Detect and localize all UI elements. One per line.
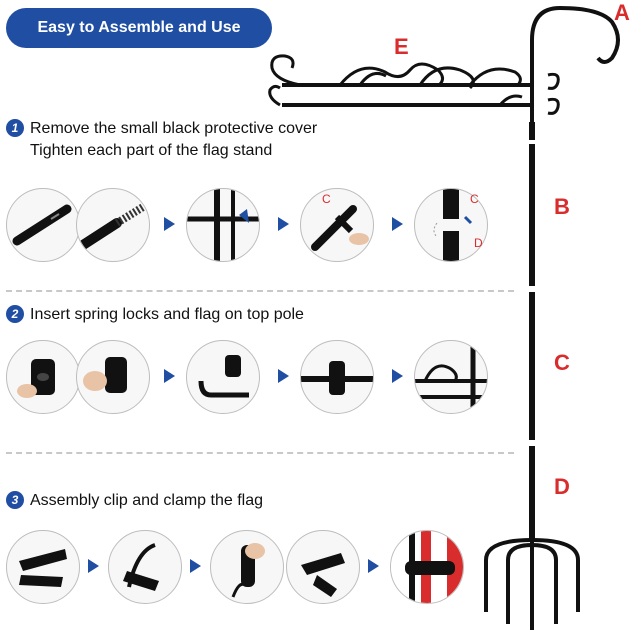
step-1-arrow-1 (164, 217, 175, 231)
step-2-arrow-1 (164, 369, 175, 383)
step-3-image-clip-hand (210, 530, 284, 604)
step-1-title: 1 Remove the small black protective cover… (6, 118, 317, 162)
step-2-title: 2 Insert spring locks and flag on top pol… (6, 304, 304, 326)
part-label-b: B (554, 194, 570, 219)
part-label-d: D (554, 474, 570, 499)
step-2-arrow-3 (392, 369, 403, 383)
step-2-image-press-lock (76, 340, 150, 414)
step-1-arrow-3 (392, 217, 403, 231)
step-1-line2: Tighten each part of the flag stand (30, 142, 273, 159)
step-2-image-spring-lock (6, 340, 80, 414)
step-2-image-lock-on-pole (300, 340, 374, 414)
step-3-image-clip-squeeze (108, 530, 182, 604)
step-3-title: 3 Assembly clip and clamp the flag (6, 490, 263, 512)
part-label-a: A (614, 0, 630, 25)
step-1-line1: Remove the small black protective cover (30, 120, 318, 137)
step-1-number: 1 (6, 119, 24, 137)
step-3-image-clip-closed (286, 530, 360, 604)
step-1-image-wing-screw (300, 188, 374, 262)
step-2-image-bracket-top (414, 340, 488, 414)
step-3-number: 3 (6, 491, 24, 509)
step-3-arrow-3 (368, 559, 379, 573)
step-3-image-clip-open (6, 530, 80, 604)
header-banner: Easy to Assemble and Use (6, 8, 272, 48)
callout-d-step1-sections: D (474, 236, 483, 250)
flag-stand-illustration (268, 5, 620, 630)
step-1-image-bracket-join (186, 188, 260, 262)
step-2-line1: Insert spring locks and flag on top pole (30, 306, 304, 323)
part-label-e: E (394, 34, 409, 59)
step-2-number: 2 (6, 305, 24, 323)
section-divider-2 (6, 452, 514, 454)
step-2-image-hook-insert (186, 340, 260, 414)
step-1-image-threaded-end (76, 188, 150, 262)
step-3-arrow-1 (88, 559, 99, 573)
section-divider-1 (6, 290, 514, 292)
step-1-arrow-2 (278, 217, 289, 231)
step-3-line1: Assembly clip and clamp the flag (30, 492, 263, 509)
callout-c-step1-sections: C (470, 192, 479, 206)
step-1-image-pole-end (6, 188, 80, 262)
step-1-image-pole-sections (414, 188, 488, 262)
step-2-arrow-2 (278, 369, 289, 383)
callout-c-step1: C (322, 192, 331, 206)
step-3-image-flag-clamped (390, 530, 464, 604)
part-label-c: C (554, 350, 570, 375)
step-3-arrow-2 (190, 559, 201, 573)
